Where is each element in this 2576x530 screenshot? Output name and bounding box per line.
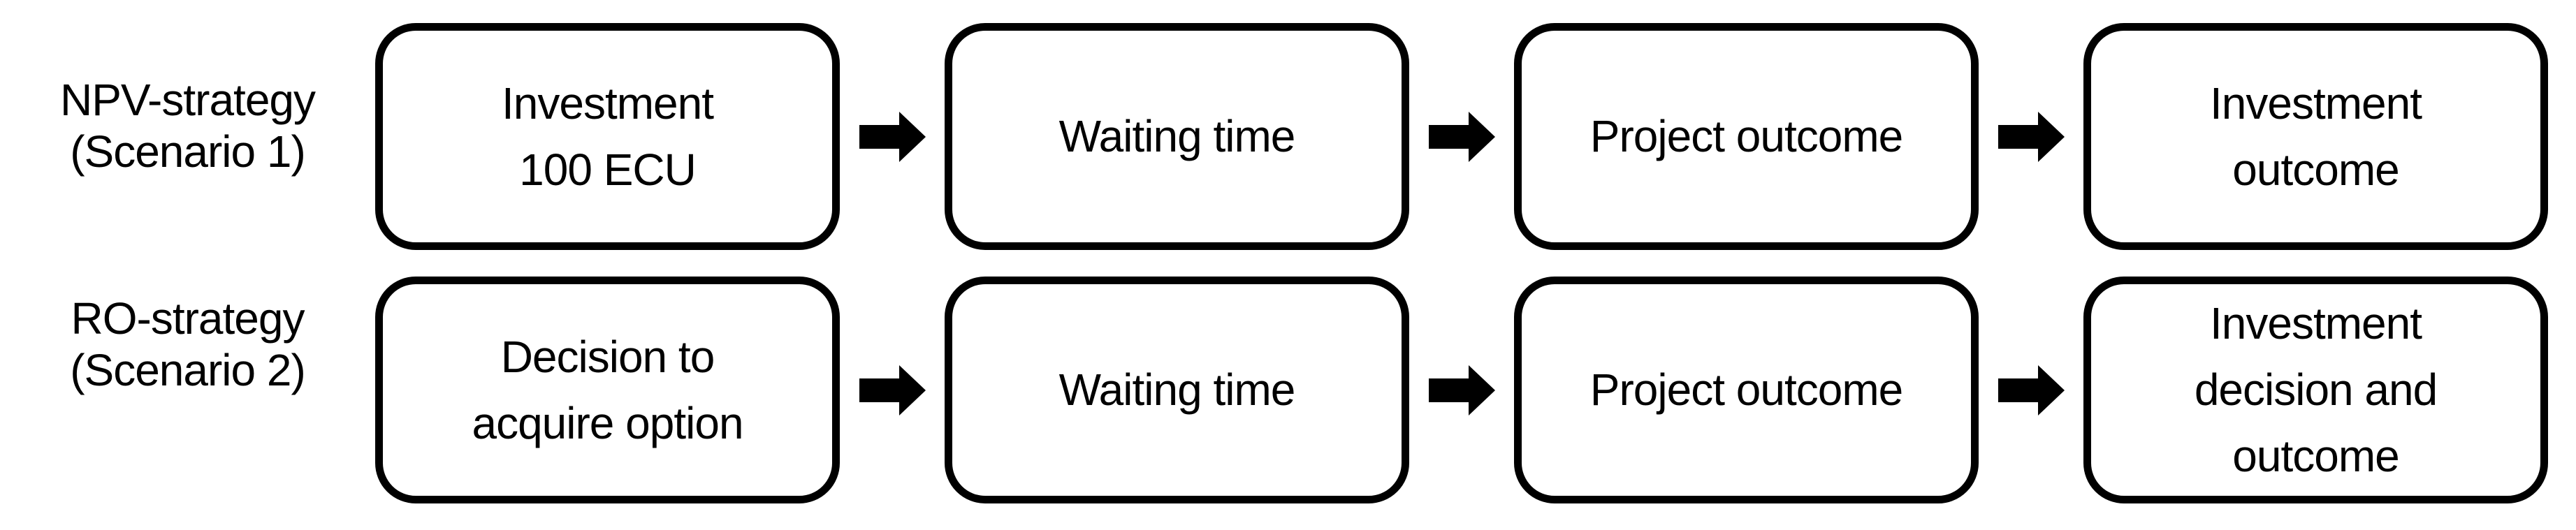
- arrow-gap: [840, 23, 945, 250]
- row-label-npv-text: NPV-strategy (Scenario 1): [59, 74, 316, 177]
- box-decision-acquire-option: Decision to acquire option: [375, 277, 840, 503]
- box-project-outcome-ro-label: Project outcome: [1589, 365, 1903, 415]
- flow-arrow-icon: [859, 365, 926, 415]
- arrow-gap: [1979, 277, 2083, 503]
- box-project-outcome-ro: Project outcome: [1514, 277, 1979, 503]
- flow-arrow-icon: [1998, 111, 2065, 162]
- box-project-outcome-npv: Project outcome: [1514, 23, 1979, 250]
- box-investment-100-ecu-label: Investment 100 ECU: [501, 78, 714, 195]
- box-investment-outcome: Investment outcome: [2083, 23, 2548, 250]
- box-waiting-time-ro: Waiting time: [945, 277, 1409, 503]
- box-waiting-time-npv: Waiting time: [945, 23, 1409, 250]
- flow-arrow-icon: [1428, 111, 1495, 162]
- box-investment-decision-and-outcome-label: Investment decision and outcome: [2194, 298, 2438, 481]
- box-decision-acquire-option-label: Decision to acquire option: [472, 331, 743, 448]
- box-waiting-time-npv-label: Waiting time: [1058, 111, 1296, 162]
- arrow-gap: [1979, 23, 2083, 250]
- box-waiting-time-ro-label: Waiting time: [1058, 365, 1296, 415]
- flow-arrow-icon: [1428, 365, 1495, 415]
- box-investment-100-ecu: Investment 100 ECU: [375, 23, 840, 250]
- ro-strategy-row: RO-strategy (Scenario 2) Decision to acq…: [0, 277, 2576, 503]
- box-project-outcome-npv-label: Project outcome: [1589, 111, 1903, 162]
- row-label-ro-text: RO-strategy (Scenario 2): [70, 293, 306, 395]
- flow-arrow-icon: [859, 111, 926, 162]
- row-label-ro-strategy: RO-strategy (Scenario 2): [0, 277, 375, 503]
- arrow-gap: [840, 277, 945, 503]
- arrow-gap: [1409, 277, 1514, 503]
- npv-strategy-row: NPV-strategy (Scenario 1) Investment 100…: [0, 23, 2576, 250]
- box-investment-decision-and-outcome: Investment decision and outcome: [2083, 277, 2548, 503]
- row-label-npv-strategy: NPV-strategy (Scenario 1): [0, 23, 375, 250]
- flow-arrow-icon: [1998, 365, 2065, 415]
- arrow-gap: [1409, 23, 1514, 250]
- box-investment-outcome-label: Investment outcome: [2209, 78, 2422, 195]
